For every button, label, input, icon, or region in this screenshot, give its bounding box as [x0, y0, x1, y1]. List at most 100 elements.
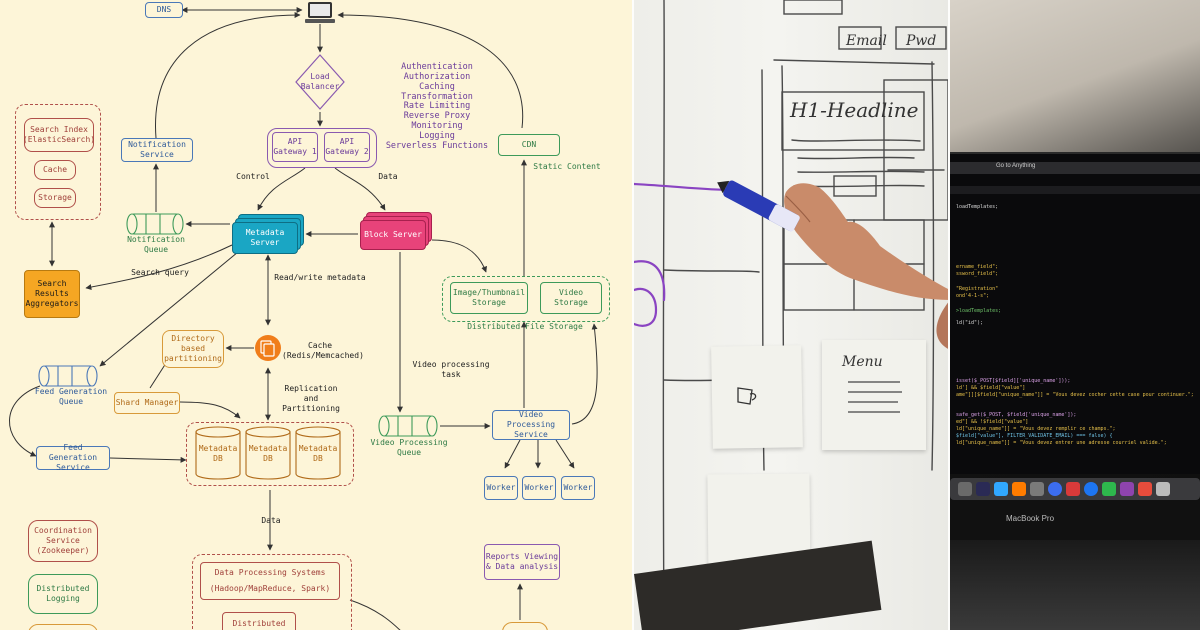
coordination-service: Coordination Service (Zookeeper)	[28, 520, 98, 562]
distributed-file-storage-label: Distributed File Storage	[467, 322, 583, 331]
feed-generation-service: Feed Generation Service	[36, 443, 110, 472]
code-line: ssword_field";	[956, 271, 999, 277]
read-write-metadata-label: Read/write metadata	[274, 273, 366, 282]
worker-1: Worker	[484, 476, 518, 500]
code-area: loadTemplates; ername_field"; ssword_fie…	[956, 204, 1200, 447]
distributed-file-storage-group	[442, 276, 610, 322]
bottom-right-partial-node	[502, 622, 548, 630]
video-storage: Video Storage	[540, 282, 602, 314]
notification-queue-icon	[126, 213, 184, 235]
dock-app-icon	[994, 482, 1008, 496]
metadata-db-1-label: Metadata DB	[198, 444, 238, 463]
hand-with-marker	[717, 180, 950, 350]
whiteboard-note-pwd: Pwd	[906, 33, 937, 49]
metadata-db-cylinders	[195, 426, 341, 480]
search-results-aggregators: Search Results Aggregators	[24, 270, 80, 318]
code-line: isset($_POST[$field]['unique_name']));	[956, 378, 1071, 384]
search-query-label: Search query	[131, 268, 189, 277]
shard-manager: Shard Manager	[114, 392, 180, 414]
data-label: Data	[378, 172, 398, 181]
code-line: $field["value"], FILTER_VALIDATE_EMAIL) …	[956, 433, 1113, 439]
gateway-features: Authentication Authorization Caching Tra…	[385, 62, 489, 151]
sticky-note-2	[822, 340, 926, 450]
data-processing-group	[192, 554, 352, 630]
sticky-note-menu: Menu	[842, 354, 883, 370]
architecture-diagram: DNS Load Balancer API Gateway 1 API Gate…	[0, 0, 634, 630]
distributed-partial-node: Distributed	[222, 612, 296, 630]
directory-partitioning: Directory based partitioning	[162, 330, 224, 368]
search-cache-node: Cache	[34, 160, 76, 180]
load-balancer-diamond	[295, 54, 345, 110]
laptop-screen: Go to Anything loadTemplates; ername_fie…	[950, 152, 1200, 500]
reports-viewing: Reports Viewing & Data analysis	[484, 544, 560, 580]
notification-queue-label: Notification Queue	[127, 235, 185, 254]
browser-title: Go to Anything	[996, 163, 1036, 169]
api-gateway-group	[267, 128, 377, 168]
data-processing-systems-title: Data Processing Systems	[214, 568, 326, 577]
dock-app-icon	[1084, 482, 1098, 496]
dock-app-icon	[1048, 482, 1062, 496]
data-processing-systems: Data Processing Systems (Hadoop/MapReduc…	[200, 562, 340, 600]
api-gateway-1: API Gateway 1	[272, 132, 318, 162]
search-panel	[15, 104, 101, 220]
code-line: loadTemplates;	[956, 204, 999, 210]
data-processing-frameworks: (Hadoop/MapReduce, Spark)	[209, 584, 331, 593]
video-processing-task-label: Video processing task	[412, 360, 490, 379]
code-line: ername_field";	[956, 264, 999, 270]
laptop-brand: MacBook Pro	[1006, 514, 1055, 523]
bottom-left-partial-node	[28, 624, 98, 630]
code-line: ame"]][$field["unique_name"]] = "Vous de…	[956, 392, 1194, 398]
code-line: ld["unique_name"]] = "Vous devez entrer …	[956, 440, 1167, 446]
dock-app-icon	[1138, 482, 1152, 496]
code-line: ed"] && !$field["value"]	[956, 419, 1029, 425]
code-line: ld'] && $field["value"]	[956, 385, 1026, 391]
sticky-note-sketch-icon	[737, 387, 757, 405]
block-server: Block Server	[360, 220, 426, 250]
whiteboard-note-headline: H1-Headline	[790, 98, 919, 122]
api-gateway-2: API Gateway 2	[324, 132, 370, 162]
code-line: ond'4-1-s";	[956, 293, 990, 299]
metadata-db-3-label: Metadata DB	[298, 444, 338, 463]
load-balancer-label: Load Balancer	[300, 72, 340, 91]
editor-tab-bar	[950, 186, 1200, 194]
dock-app-icon	[1030, 482, 1044, 496]
control-label: Control	[236, 172, 270, 181]
dock-app-icon	[1156, 482, 1170, 496]
data-label-2: Data	[261, 516, 281, 525]
distributed-partial-label: Distributed	[232, 619, 286, 628]
client-computer-icon	[305, 2, 335, 23]
notification-service: Notification Service	[121, 138, 193, 162]
dns-node: DNS	[145, 2, 183, 18]
dock-app-icon	[958, 482, 972, 496]
cdn-node: CDN	[498, 134, 560, 156]
laptop-photo: Go to Anything loadTemplates; ername_fie…	[950, 0, 1200, 630]
replication-partitioning-label: Replication and Partitioning	[282, 384, 340, 413]
distributed-logging: Distributed Logging	[28, 574, 98, 614]
dock-app-icon	[1012, 482, 1026, 496]
code-line: ld("id");	[956, 320, 984, 326]
code-line: "Registration"	[956, 286, 999, 292]
video-processing-queue-label: Video Processing Queue	[370, 438, 448, 457]
code-line: safe_get($_POST, $field['unique_name']);	[956, 412, 1077, 418]
feed-generation-queue-label: Feed Generation Queue	[34, 387, 108, 406]
video-processing-service: Video Processing Service	[492, 410, 570, 440]
browser-title-bar: Go to Anything	[950, 162, 1200, 174]
laptop-bezel: MacBook Pro	[950, 500, 1200, 540]
worker-3: Worker	[561, 476, 595, 500]
metadata-server: Metadata Server	[232, 222, 298, 254]
video-processing-queue-icon	[378, 415, 438, 437]
code-line: >loadTemplates;	[956, 308, 1002, 314]
dock-app-icon	[1102, 482, 1116, 496]
search-storage-node: Storage	[34, 188, 76, 208]
worker-2: Worker	[522, 476, 556, 500]
sticky-note-menu-lines	[848, 381, 902, 413]
cache-redis-label: Cache (Redis/Memcached)	[282, 341, 364, 360]
connectors	[9, 7, 598, 630]
dock-app-icon	[1120, 482, 1134, 496]
dock-app-icon	[976, 482, 990, 496]
metadata-db-group	[186, 422, 354, 486]
dock	[950, 478, 1200, 500]
laptop-keyboard	[950, 540, 1200, 630]
whiteboard-note-email: Email	[846, 33, 887, 49]
image-thumbnail-storage: Image/Thumbnail Storage	[450, 282, 528, 314]
